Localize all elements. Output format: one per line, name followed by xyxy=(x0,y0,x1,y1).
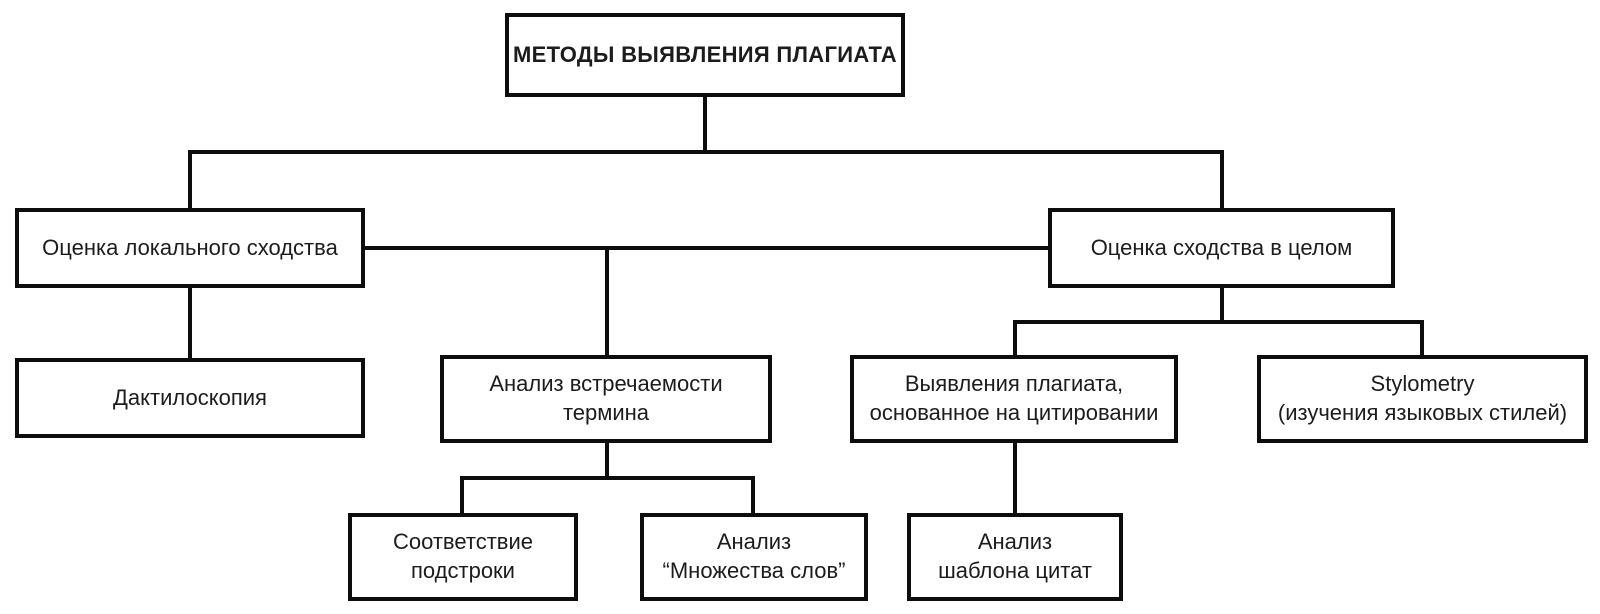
connector-local-to-fingerprint xyxy=(188,288,192,358)
connector-title-stem xyxy=(703,96,707,154)
connector-level2-left-drop xyxy=(188,154,192,208)
node-bag-of-words-analysis: Анализ “Множества слов” xyxy=(640,513,868,601)
connector-level2-horizontal xyxy=(188,150,1224,154)
connector-level2-right-drop xyxy=(1220,154,1224,208)
node-citation-based-detection: Выявления плагиата, основанное на цитиро… xyxy=(850,355,1178,443)
node-global-similarity: Оценка сходства в целом xyxy=(1048,208,1395,288)
node-term-occurrence-analysis: Анализ встречаемости термина xyxy=(440,355,772,443)
node-title: МЕТОДЫ ВЫЯВЛЕНИЯ ПЛАГИАТА xyxy=(505,13,905,97)
connector-citation-to-pattern xyxy=(1013,443,1017,513)
connector-citation-drop xyxy=(1013,324,1017,355)
connector-bag-of-words-drop xyxy=(751,480,755,513)
node-citation-pattern-analysis: Анализ шаблона цитат xyxy=(907,513,1123,601)
connector-lower-branch-horizontal xyxy=(460,476,755,480)
node-fingerprinting: Дактилоскопия xyxy=(15,358,365,438)
connector-term-stem xyxy=(605,443,609,478)
connector-mid-horizontal xyxy=(365,246,1048,250)
connector-substring-drop xyxy=(460,480,464,513)
node-local-similarity: Оценка локального сходства xyxy=(15,208,365,288)
node-stylometry: Stylometry (изучения языковых стилей) xyxy=(1257,355,1588,443)
connector-global-stem xyxy=(1220,288,1224,322)
connector-right-branch-horizontal xyxy=(1013,320,1424,324)
connector-stylometry-drop xyxy=(1420,324,1424,355)
connector-term-occurrence-drop xyxy=(605,250,609,355)
node-substring-matching: Соответствие подстроки xyxy=(348,513,578,601)
